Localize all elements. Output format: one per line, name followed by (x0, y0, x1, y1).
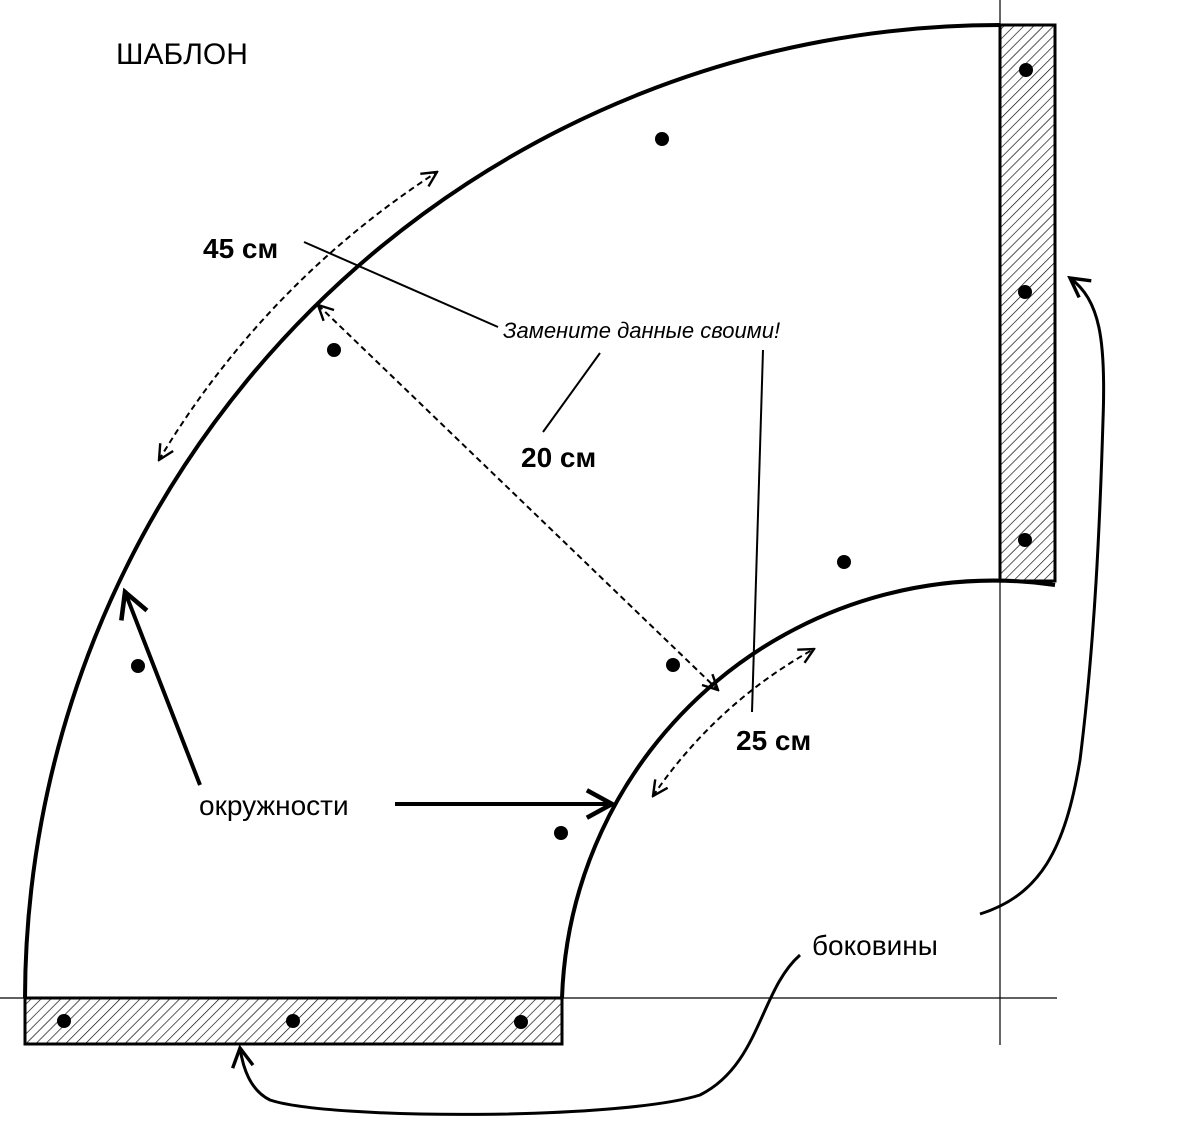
circles-label: окружности (199, 790, 349, 821)
rivet-dots (57, 63, 1033, 1029)
rivet-dot (837, 555, 851, 569)
inner-arc-dimension-label: 25 см (736, 725, 811, 756)
leader-line-20 (542, 352, 601, 433)
rivet-dot (1018, 285, 1032, 299)
rivet-dot (1018, 533, 1032, 547)
width-dimension-arrow (318, 305, 718, 690)
outer-arc (23, 23, 1001, 999)
replace-data-note: Замените данные своими! (503, 318, 780, 343)
rivet-dot (514, 1015, 528, 1029)
inner-arc-dimension-arrow (653, 649, 814, 796)
outer-arc-dimension-label: 45 см (203, 233, 278, 264)
rivet-dot (131, 659, 145, 673)
sides-arrow-right (979, 278, 1106, 916)
rivet-dot (655, 132, 669, 146)
side-strip-right (998, 23, 1057, 583)
rivet-dot (286, 1014, 300, 1028)
template-title: ШАБЛОН (116, 38, 248, 71)
sides-arrow-bottom (240, 953, 801, 1116)
rivet-dot (327, 343, 341, 357)
sides-label: боковины (812, 930, 938, 961)
width-dimension-label: 20 см (521, 442, 596, 473)
rivet-dot (57, 1014, 71, 1028)
leader-line-25 (751, 349, 764, 713)
rivet-dot (666, 658, 680, 672)
leader-line-45 (303, 241, 499, 328)
rivet-dot (1019, 63, 1033, 77)
rivet-dot (554, 826, 568, 840)
circles-arrow-outer (125, 592, 202, 786)
inner-arc (560, 578, 1056, 999)
outer-arc-dimension-arrow (159, 172, 437, 460)
